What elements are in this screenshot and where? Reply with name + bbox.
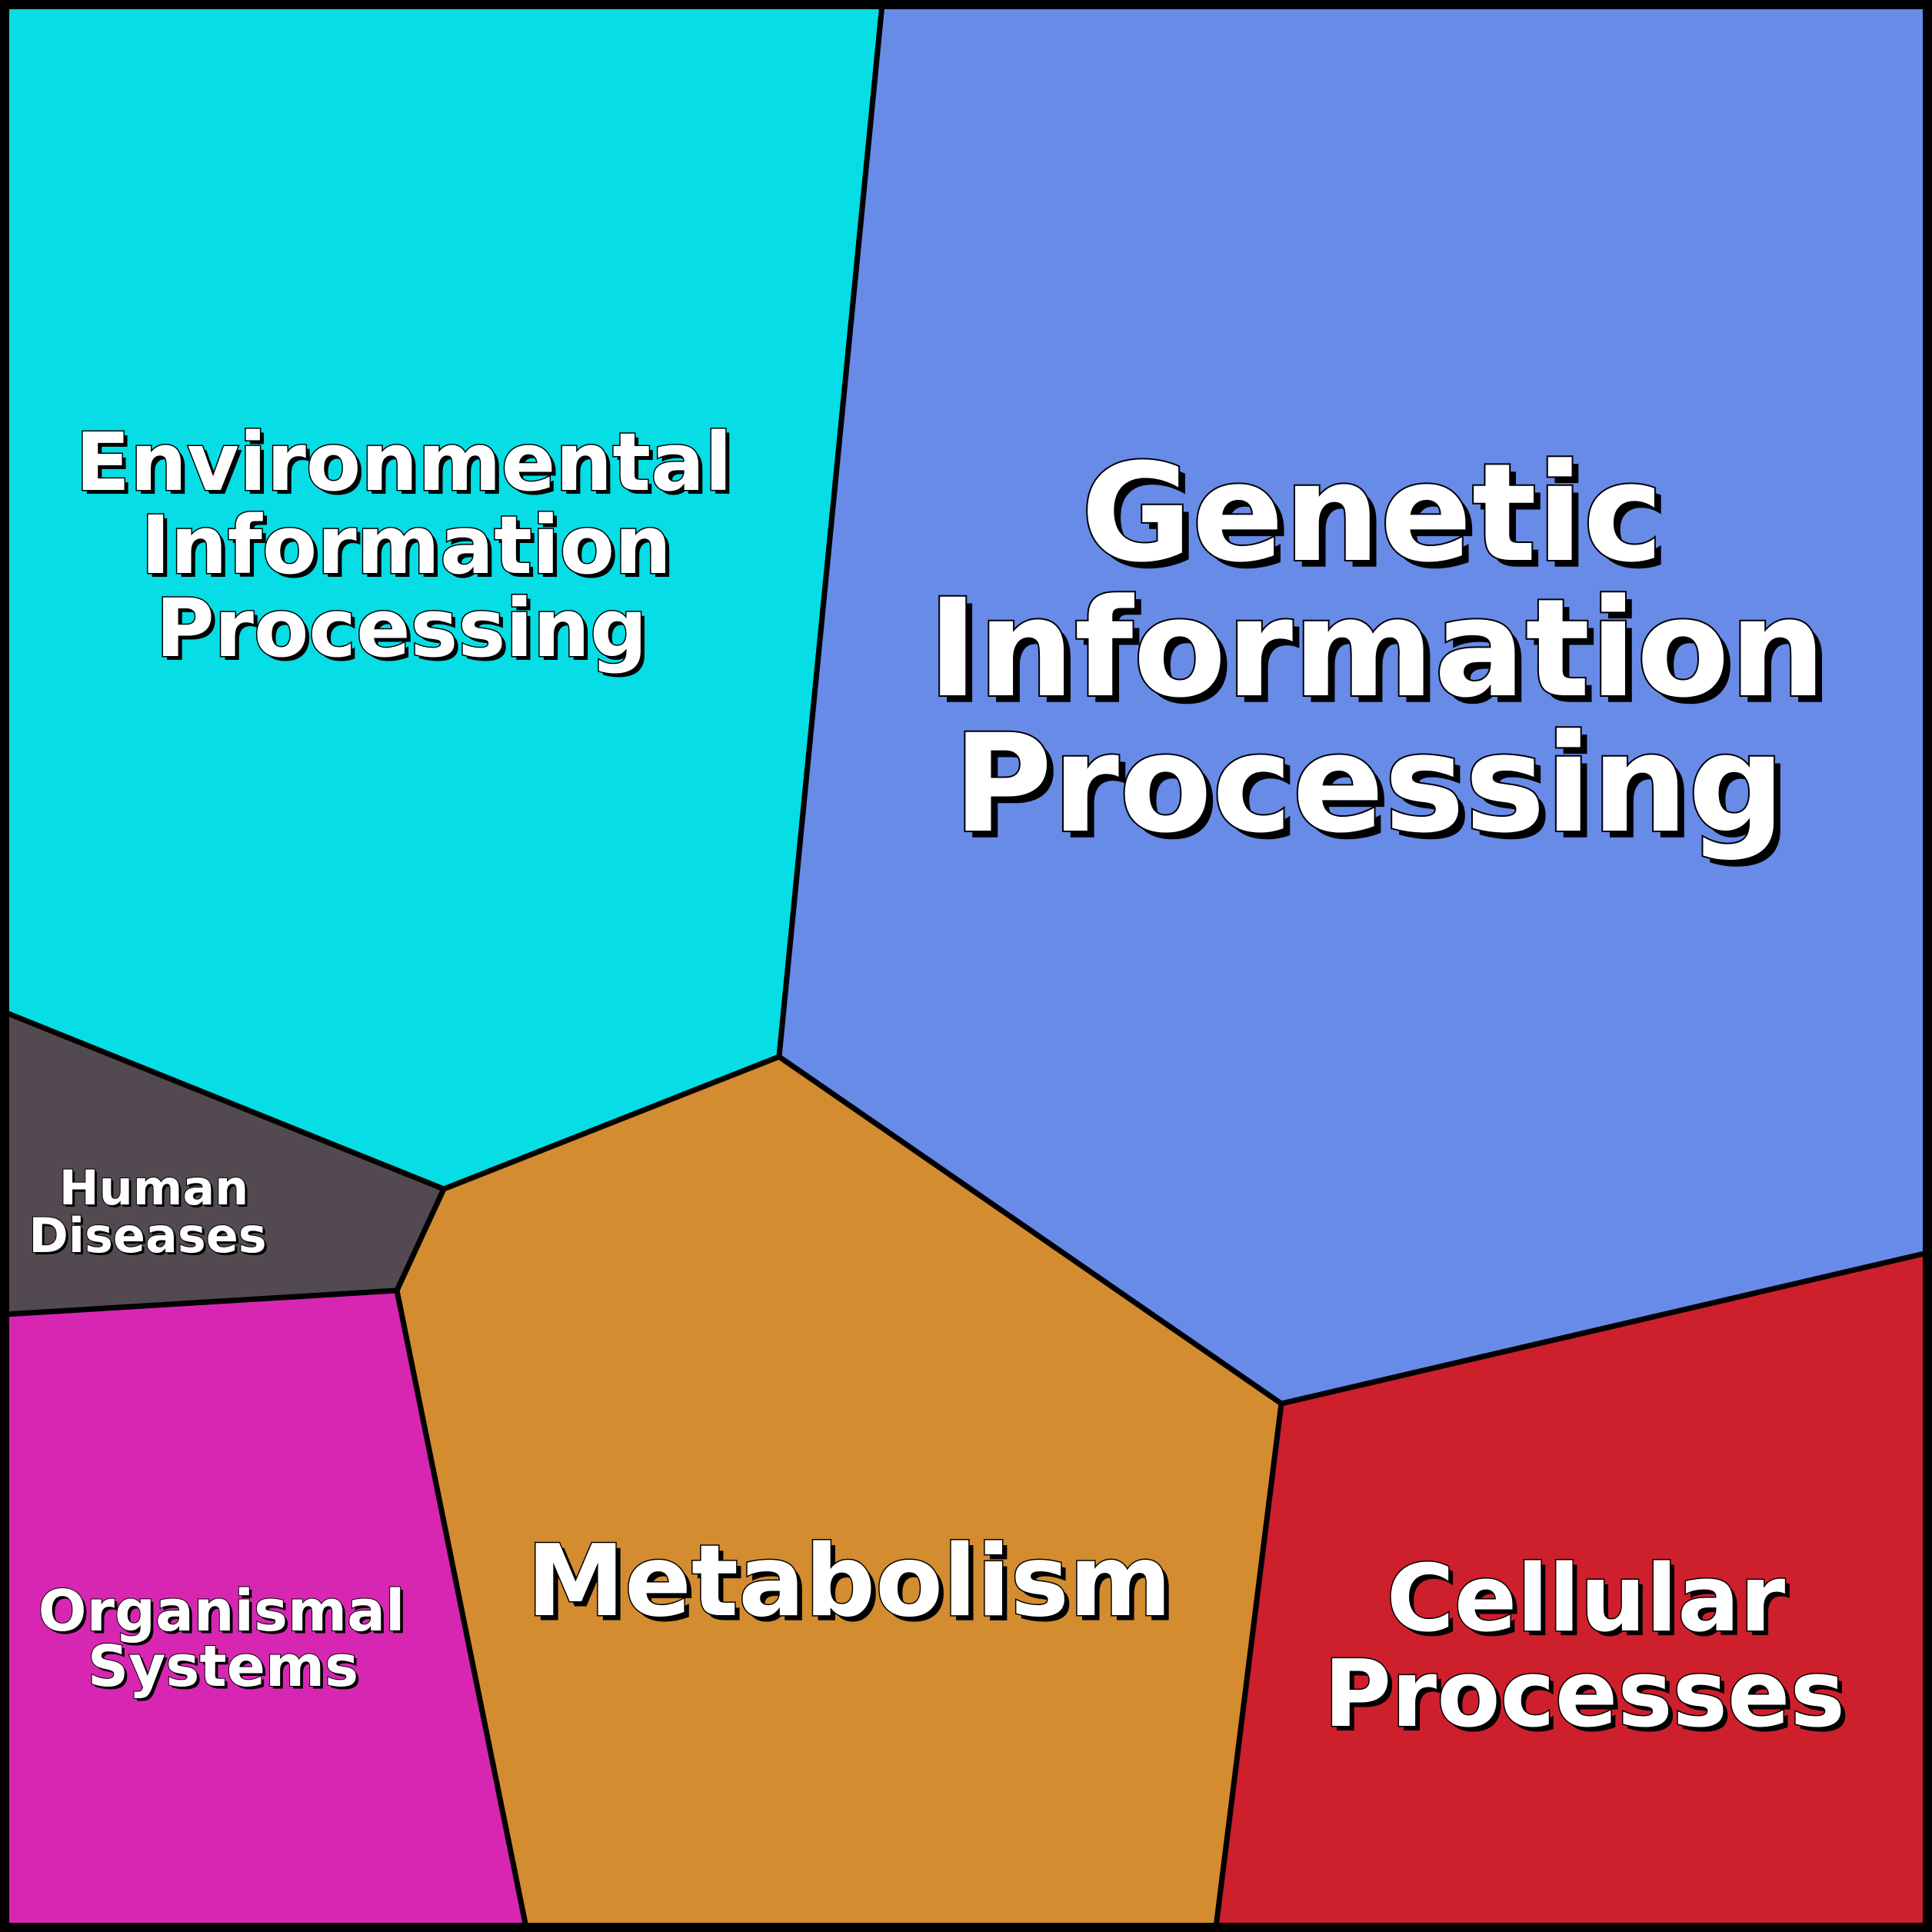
label-shadow: Information — [145, 502, 675, 596]
label-line: Systems — [88, 1634, 358, 1700]
label-shadow: Genetic — [1088, 441, 1670, 599]
label-line: Metabolism — [527, 1524, 1172, 1639]
label-line: Information — [928, 570, 1826, 728]
label-shadow: Cellular — [1391, 1551, 1790, 1657]
label-shadow: Information — [934, 577, 1833, 734]
label-line: Cellular — [1387, 1546, 1785, 1653]
label-shadow: Processes — [1328, 1646, 1850, 1753]
label-line: Information — [141, 498, 671, 592]
label-line: Processing — [155, 581, 647, 675]
label-shadow: Environmental — [79, 419, 736, 513]
label-shadow: Processing — [960, 712, 1792, 870]
label-line: Organismal — [38, 1578, 405, 1644]
label-shadow: Processing — [160, 585, 651, 679]
label-line: Genetic — [1081, 435, 1663, 592]
label-shadow: Diseases — [31, 1210, 268, 1266]
label-line: Processing — [953, 705, 1785, 863]
label-line: Processes — [1324, 1641, 1845, 1748]
label-shadow: Metabolism — [531, 1529, 1177, 1644]
label-line: Environmental — [75, 415, 732, 509]
label-shadow: Organismal — [41, 1581, 408, 1647]
label-shadow: Systems — [91, 1637, 361, 1703]
label-line: Human — [59, 1160, 249, 1216]
label-shadow: Human — [62, 1162, 251, 1218]
label-line: Diseases — [28, 1208, 266, 1264]
